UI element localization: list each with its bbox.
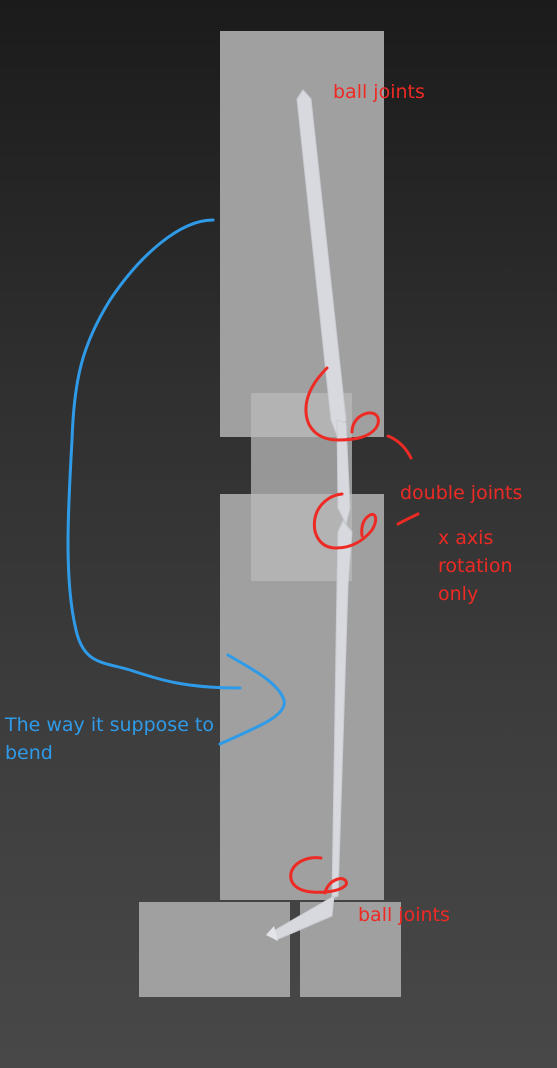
ball-joints-bottom-label: ball joints — [358, 904, 450, 926]
bend-arrowhead — [218, 653, 286, 746]
toe-tip — [266, 926, 278, 941]
upper-knee-rotation-mark — [304, 366, 380, 442]
upper-knee-bone — [336, 419, 351, 526]
bend-note-label: The way it suppose to bend — [5, 714, 214, 764]
bend-direction-arrow — [66, 218, 242, 690]
foot-bone — [269, 895, 335, 941]
thigh-bone — [296, 89, 347, 440]
ball-joints-top-label: ball joints — [333, 81, 425, 103]
x-axis-rotation-label: x axis rotation only — [438, 527, 513, 605]
lower-knee-rotation-mark — [312, 492, 378, 550]
heel-block — [139, 902, 290, 997]
ankle-rotation-mark — [289, 856, 348, 895]
shin-bone — [331, 520, 353, 899]
double-joints-label: double joints — [400, 482, 523, 504]
pointer-stroke-upper — [386, 434, 413, 460]
pointer-stroke-lower — [396, 512, 420, 526]
